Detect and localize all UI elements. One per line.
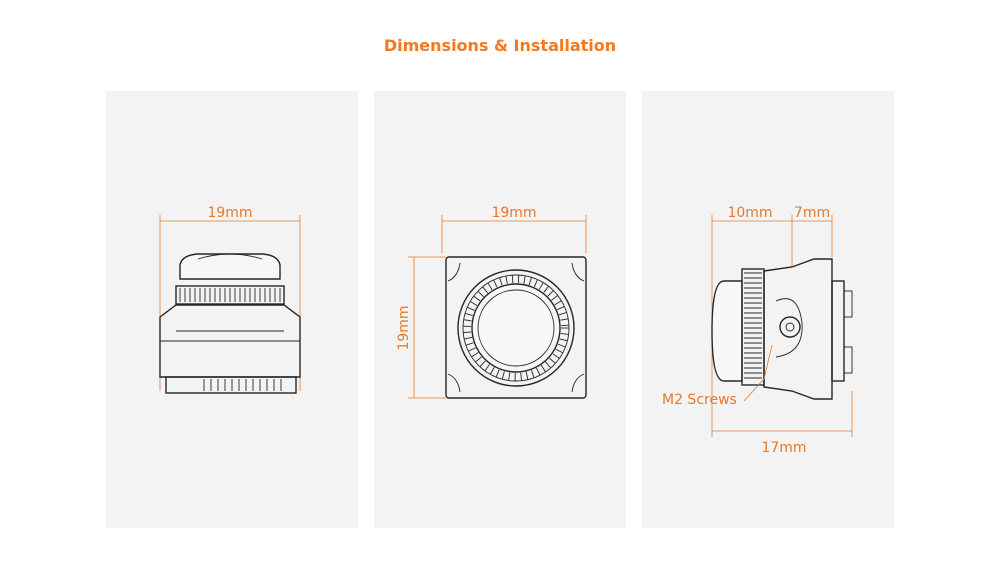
lens-width-label: 19mm <box>491 205 536 221</box>
side-view-drawing: 10mm 7mm 17mm M2 Screws <box>662 205 853 456</box>
side-screw-callout-label: M2 Screws <box>662 392 737 408</box>
side-body <box>763 258 833 400</box>
front-width-label: 19mm <box>207 205 252 221</box>
side-view-panel: 10mm 7mm 17mm M2 Screws <box>642 91 894 528</box>
side-screw-callout-line <box>743 344 773 402</box>
side-lens-depth-label: 10mm <box>727 205 772 221</box>
front-lens-dome <box>179 253 281 280</box>
front-focus-ring-knurls <box>179 288 281 302</box>
lens-view-panel: 19mm 19mm <box>374 91 626 528</box>
side-rear-board <box>831 280 845 382</box>
lens-outer-ring <box>457 269 575 387</box>
side-rear-pin-b <box>843 346 853 374</box>
front-connector-pins <box>203 379 282 391</box>
side-body-depth-label: 7mm <box>794 205 830 221</box>
side-screw-hole <box>785 322 795 332</box>
lens-height-label: 19mm <box>396 305 412 350</box>
front-lens-highlight <box>197 253 263 260</box>
page-title: Dimensions & Installation <box>383 36 617 55</box>
lens-view-drawing: 19mm 19mm <box>396 205 587 399</box>
lens-body-corner-bevels <box>447 262 585 393</box>
lens-knurl-teeth <box>463 275 569 381</box>
side-total-depth-label: 17mm <box>761 440 806 456</box>
side-screw-head <box>779 316 801 338</box>
side-lens-dome <box>711 280 743 382</box>
front-body <box>159 304 301 378</box>
side-focus-ring-knurls <box>744 272 762 379</box>
front-view-panel: 19mm <box>106 91 358 528</box>
side-bracket <box>775 298 803 358</box>
lens-glass <box>471 283 561 373</box>
lens-body-square <box>445 256 587 399</box>
front-connector <box>165 376 297 394</box>
front-focus-ring <box>175 285 285 305</box>
front-view-drawing: 19mm <box>159 205 301 394</box>
side-rear-pin-a <box>843 290 853 318</box>
lens-glass-inner <box>477 289 555 367</box>
